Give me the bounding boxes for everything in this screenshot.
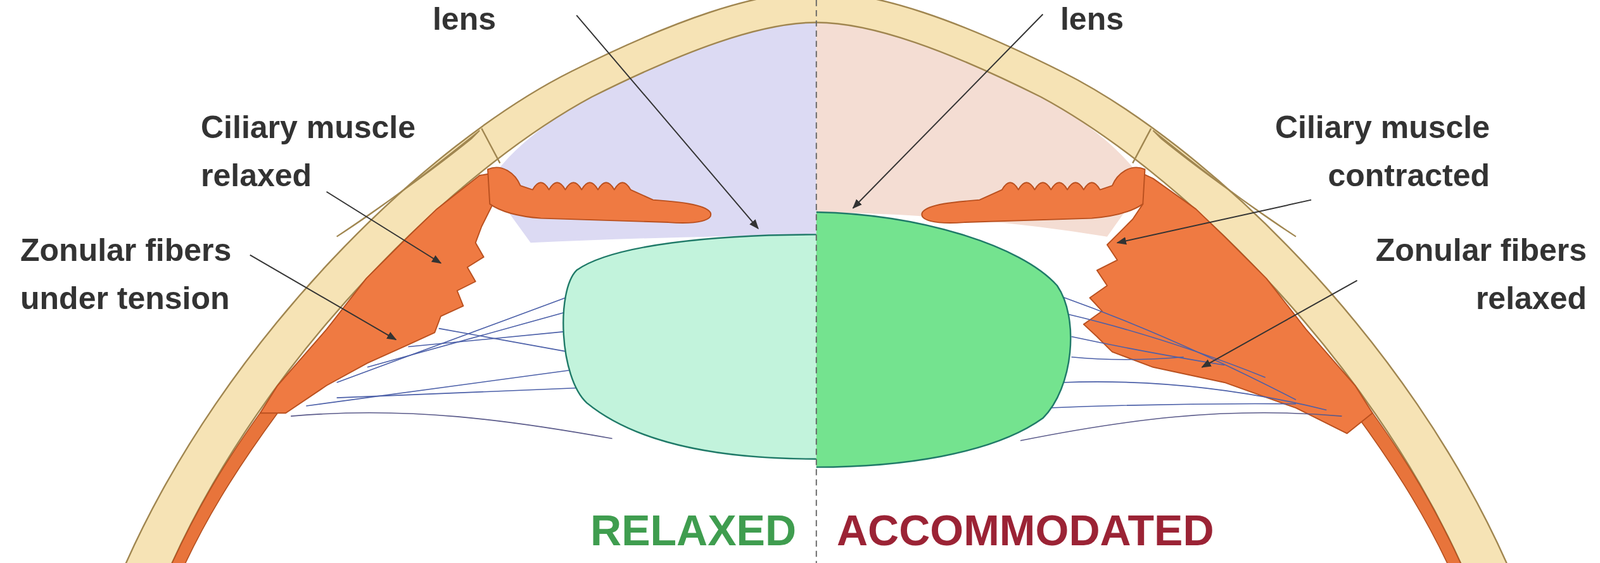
sclera-cornea — [122, 0, 1511, 563]
part-label: Zonular fibers under tension — [20, 226, 287, 323]
limbus-line — [1132, 128, 1151, 164]
zonular-fiber — [367, 311, 570, 368]
part-label: lens — [1060, 1, 1124, 37]
leader-line — [326, 191, 441, 264]
leader-line — [576, 15, 759, 229]
limbus-line — [481, 128, 500, 164]
part-label: lens — [432, 1, 496, 37]
state-label: RELAXED — [590, 504, 797, 556]
leader-line — [250, 255, 396, 341]
part-label: Ciliary muscle contracted — [1223, 103, 1490, 200]
zonular-fibers — [305, 293, 587, 407]
leader-line — [1117, 200, 1312, 244]
zonular-fiber — [1059, 295, 1296, 400]
zonular-fibers — [1045, 295, 1327, 410]
zonular-fiber — [1067, 314, 1266, 378]
vitreous-face — [290, 412, 612, 439]
lens-accommodated — [816, 212, 1071, 468]
state-label: ACCOMMODATED — [836, 504, 1215, 556]
choroid — [1354, 402, 1464, 563]
zonular-fiber — [438, 328, 569, 353]
zonular-fiber — [1071, 336, 1226, 365]
vitreous-face — [1020, 412, 1342, 441]
divider-line — [815, 0, 818, 563]
zonular-fiber — [407, 331, 567, 347]
zonular-fiber — [336, 293, 578, 383]
zonular-fiber — [305, 369, 578, 407]
zonular-fiber — [336, 387, 588, 398]
iris — [921, 167, 1145, 223]
part-label: Ciliary muscle relaxed — [200, 103, 467, 200]
zonular-fiber — [1071, 357, 1184, 360]
lens-outline — [816, 212, 1071, 468]
iris — [487, 167, 711, 223]
leader-line — [853, 14, 1044, 209]
leader-lines — [250, 14, 1358, 368]
zonular-fiber — [1045, 403, 1296, 408]
leader-line — [1202, 280, 1358, 368]
part-label: Zonular fibers relaxed — [1320, 226, 1587, 323]
lens-relaxed — [563, 234, 816, 459]
lens-outline — [563, 234, 816, 459]
ciliary-muscle — [260, 173, 495, 413]
choroid — [168, 402, 278, 563]
